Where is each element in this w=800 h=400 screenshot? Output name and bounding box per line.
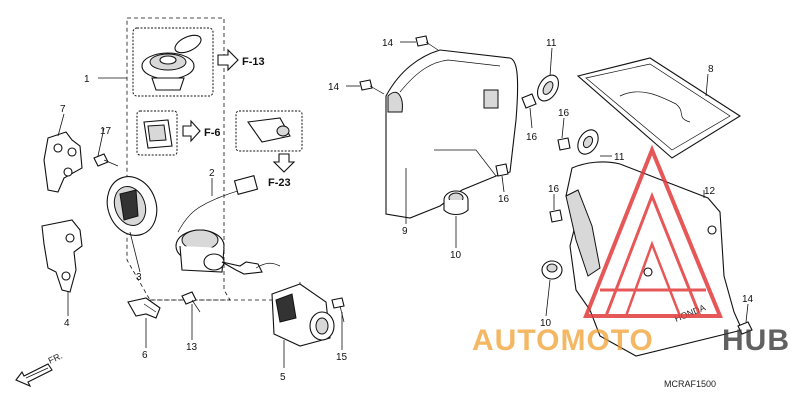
diagram-code: MCRAF1500 xyxy=(664,379,716,389)
front-direction-indicator: FR. xyxy=(15,351,64,388)
callout-11-b: 11 xyxy=(614,152,625,163)
callout-14-c: 14 xyxy=(742,294,754,305)
watermark: AUTOMOTO HUB xyxy=(470,316,800,360)
ref-arrow-f6[interactable]: F-6 xyxy=(182,119,221,143)
callout-15: 15 xyxy=(336,352,348,363)
callout-17: 17 xyxy=(100,126,112,137)
part-9-storage-tray[interactable] xyxy=(385,49,519,219)
part-11-grommet-a[interactable] xyxy=(533,71,563,104)
watermark-text-b: HUB xyxy=(722,324,790,357)
part-8-mat[interactable] xyxy=(576,57,742,159)
part-14-bolt-left[interactable] xyxy=(359,79,385,95)
ref-label-f6: F-6 xyxy=(204,127,221,139)
callout-16-a: 16 xyxy=(526,132,538,143)
watermark-logo xyxy=(583,144,723,318)
part-16-nut-a[interactable] xyxy=(521,93,537,109)
inset-seat-lock xyxy=(136,110,178,156)
callout-5: 5 xyxy=(280,372,286,383)
callout-11-a: 11 xyxy=(546,38,557,49)
callout-16-b: 16 xyxy=(498,194,510,205)
callout-numbers: 1 2 3 4 5 6 7 8 9 10 10 11 11 12 13 14 1… xyxy=(60,38,754,383)
callout-9: 9 xyxy=(402,226,408,237)
part-14-bolt-top[interactable] xyxy=(415,35,439,51)
part-16-nut-b[interactable] xyxy=(495,163,509,177)
callout-16-c: 16 xyxy=(558,108,570,119)
callout-4: 4 xyxy=(64,318,70,329)
part-10-grommet-b[interactable] xyxy=(541,260,563,280)
part-13-bolt[interactable] xyxy=(181,291,201,313)
fr-label: FR. xyxy=(47,351,64,366)
callout-16-d: 16 xyxy=(548,184,560,195)
callout-10-b: 10 xyxy=(540,318,552,329)
part-switch-body[interactable] xyxy=(99,170,165,243)
callout-14-b: 14 xyxy=(328,82,340,93)
leader-lines xyxy=(57,41,749,368)
callout-8: 8 xyxy=(708,64,714,75)
part-6-key[interactable] xyxy=(127,297,161,319)
part-17-bolt[interactable] xyxy=(93,153,119,167)
part-7-bracket[interactable] xyxy=(43,131,83,193)
callout-14-a: 14 xyxy=(382,38,394,49)
part-4-bracket[interactable] xyxy=(41,219,83,293)
part-10-grommet-a[interactable] xyxy=(443,190,469,216)
callout-1: 1 xyxy=(84,74,90,85)
callout-3: 3 xyxy=(136,272,142,283)
callout-10-a: 10 xyxy=(450,250,462,261)
inset-fuel-cap xyxy=(132,27,214,97)
part-16-nut-c[interactable] xyxy=(557,137,571,151)
inset-lock-cylinder xyxy=(235,110,303,152)
part-15-bolt[interactable] xyxy=(331,297,345,323)
callout-13: 13 xyxy=(186,342,198,353)
callout-2: 2 xyxy=(209,168,215,179)
ref-arrow-f23[interactable]: F-23 xyxy=(268,153,296,189)
watermark-text-a: AUTOMOTO xyxy=(472,324,654,357)
part-5-lock-cylinder[interactable] xyxy=(271,283,335,347)
ref-label-f23: F-23 xyxy=(268,177,291,189)
ref-label-f13: F-13 xyxy=(242,56,265,68)
part-14-bolt-right[interactable] xyxy=(737,321,753,335)
callout-12: 12 xyxy=(704,186,716,197)
callout-6: 6 xyxy=(142,350,148,361)
ref-arrow-f13[interactable]: F-13 xyxy=(217,48,265,72)
part-11-grommet-b[interactable] xyxy=(574,126,603,158)
part-2-ignition-switch[interactable] xyxy=(175,174,281,275)
part-16-nut-d[interactable] xyxy=(549,209,563,223)
callout-7: 7 xyxy=(60,104,66,115)
